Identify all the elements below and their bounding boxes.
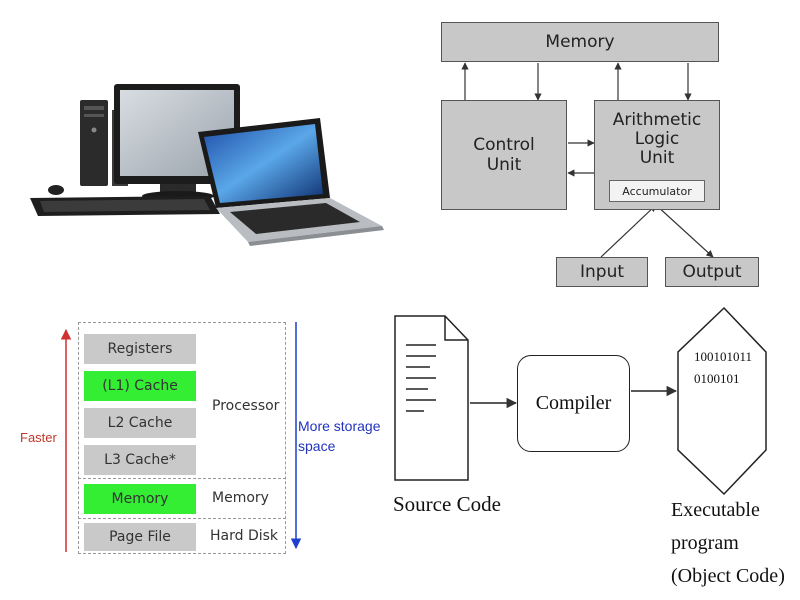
laptop <box>198 118 384 246</box>
executable-hexagon <box>677 306 767 496</box>
computers-illustration <box>30 84 384 246</box>
keyboard <box>30 196 220 216</box>
divider <box>78 518 286 519</box>
executable-label: Executable program (Object Code) <box>671 499 785 587</box>
level-label: Memory <box>111 491 169 507</box>
mouse <box>48 185 64 195</box>
level-label: Page File <box>109 529 171 545</box>
input-box: Input <box>556 257 648 287</box>
level-label: (L1) Cache <box>102 378 178 394</box>
binary-line: 0100101 <box>694 371 740 386</box>
compiler-box: Compiler <box>517 355 630 452</box>
memory-group-label: Memory <box>212 490 269 506</box>
source-code-label: Source Code <box>393 492 501 516</box>
more-storage-label: More storage space <box>298 418 381 454</box>
memory-label: Memory <box>545 32 615 52</box>
level-page-file: Page File <box>84 523 196 551</box>
level-label: Registers <box>107 341 173 357</box>
level-l3-cache: L3 Cache* <box>84 445 196 475</box>
level-l2-cache: L2 Cache <box>84 408 196 438</box>
alu-label: Arithmetic Logic Unit <box>612 110 702 168</box>
processor-group-label: Processor <box>212 398 280 414</box>
output-label: Output <box>682 262 742 282</box>
control-unit-label: Control Unit <box>473 135 535 175</box>
memory-box: Memory <box>441 22 719 62</box>
input-label: Input <box>579 262 625 282</box>
binary-line: 100101011 <box>694 349 753 364</box>
output-box: Output <box>665 257 759 287</box>
faster-label: Faster <box>20 430 57 445</box>
compiler-label: Compiler <box>535 392 612 414</box>
level-registers: Registers <box>84 334 196 364</box>
accumulator-box: Accumulator <box>609 180 705 202</box>
memory-hierarchy-frame <box>78 322 286 554</box>
level-label: L2 Cache <box>107 415 173 431</box>
control-unit-box: Control Unit <box>441 100 567 210</box>
hard-disk-group-label: Hard Disk <box>210 528 279 544</box>
divider <box>78 478 286 479</box>
accumulator-label: Accumulator <box>622 184 692 198</box>
level-l1-cache: (L1) Cache <box>84 371 196 401</box>
source-code-document <box>394 315 469 481</box>
level-label: L3 Cache* <box>104 452 176 468</box>
level-memory: Memory <box>84 484 196 514</box>
